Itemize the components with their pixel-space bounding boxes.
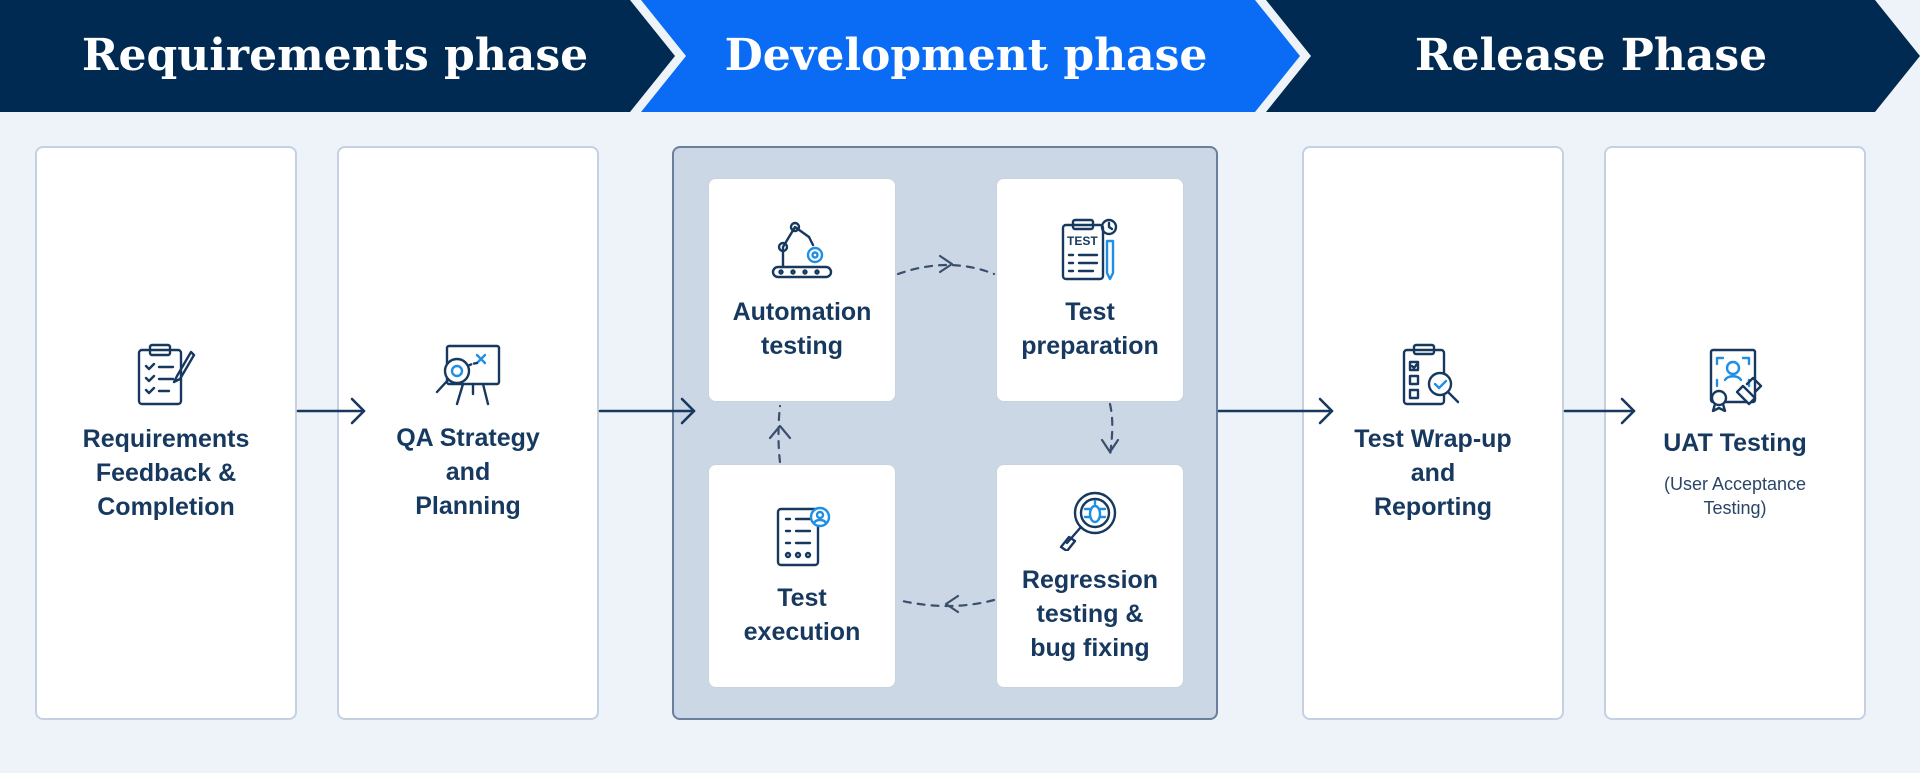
robot-arm-icon [769,217,835,283]
development-phase-label: Development phase [724,30,1208,81]
cycle-arrowhead-down [1100,438,1120,454]
development-phase-chevron [641,0,1300,112]
cycle-arrowhead-up [768,424,792,440]
requirements-title: Requirements Feedback & Completion [82,425,250,521]
cycle-arrow-automation-to-preparation [896,263,996,276]
phase-banner [0,0,1920,112]
test-clipboard-icon: TEST [1059,217,1121,283]
svg-text:TEST: TEST [1067,234,1098,248]
requirements-phase-label: Requirements phase [81,30,589,81]
uat-card: UAT Testing (User Acceptance Testing) [1604,146,1866,720]
requirements-phase-chevron [0,0,675,112]
bug-magnifier-icon [1057,487,1123,551]
cycle-arrows [768,254,1120,614]
certificate-icon [1705,346,1765,412]
checklist-document-icon [772,503,832,569]
test-execution-card: Test execution [708,464,896,688]
regression-testing-title: Regression testing & bug fixing [1021,566,1159,662]
test-preparation-card: TEST Test preparation [996,178,1184,402]
requirements-card: Requirements Feedback & Completion [35,146,297,720]
development-cycle-panel: Automation testing TEST [672,146,1218,720]
uat-title: UAT Testing [1663,429,1807,457]
test-execution-title: Test execution [743,584,861,646]
clipboard-checklist-icon [135,342,197,408]
qa-strategy-title: QA Strategy and Planning [396,424,540,520]
release-phase-label: Release Phase [1414,30,1768,81]
uat-subtitle: (User Acceptance Testing) [1663,474,1807,518]
test-preparation-title: Test preparation [1021,298,1159,360]
release-phase-chevron [1266,0,1920,112]
strategy-board-magnifier-icon [433,343,503,407]
cycle-arrow-execution-to-automation [777,404,782,464]
cycle-arrowhead-left [944,594,960,614]
wrap-up-card: Test Wrap-up and Reporting [1302,146,1564,720]
automation-testing-title: Automation testing [732,298,872,360]
wrap-up-title: Test Wrap-up and Reporting [1354,425,1512,521]
report-magnifier-icon [1400,342,1466,408]
regression-testing-card: Regression testing & bug fixing [996,464,1184,688]
automation-testing-card: Automation testing [708,178,896,402]
qa-strategy-card: QA Strategy and Planning [337,146,599,720]
cycle-arrowhead-right [938,254,954,274]
